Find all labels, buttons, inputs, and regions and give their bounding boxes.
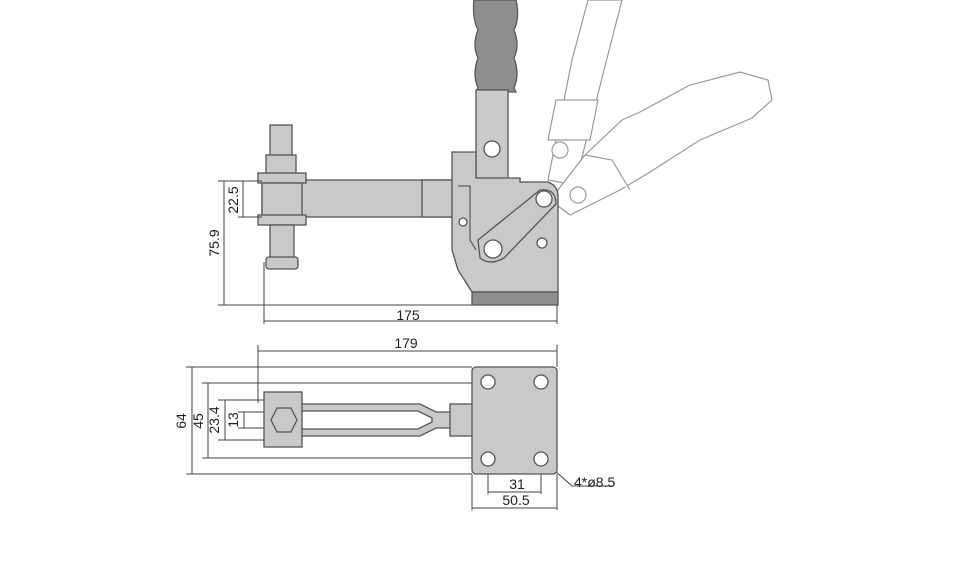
dim-base-width: 50.5: [502, 492, 529, 508]
dim-hole-pitch: 31: [509, 476, 525, 492]
pivot-hole-link: [535, 190, 553, 208]
base-plate-top: [471, 366, 558, 475]
mount-hole-3: [480, 451, 496, 467]
dim-height-small: 22.5: [225, 186, 241, 213]
top-view: 179 64 45 23.4 13 31 50.5 4*ø8.5: [173, 335, 615, 510]
spindle-assembly: [257, 124, 307, 270]
dim-length-top: 179: [394, 335, 418, 351]
hole-callout: 4*ø8.5: [574, 474, 615, 490]
dim-height-total: 75.9: [206, 229, 222, 256]
base-plate-side: [471, 291, 559, 306]
spindle-hex-nut: [270, 407, 298, 433]
handle-grip: [472, 0, 519, 93]
dim-width-mid: 45: [190, 413, 206, 429]
body-hole-right: [536, 237, 548, 249]
arm-connector: [449, 403, 475, 437]
dim-length-side: 175: [396, 307, 420, 323]
dim-width-outer: 64: [173, 413, 189, 429]
mount-hole-1: [480, 374, 496, 390]
mount-hole-2: [533, 374, 549, 390]
pivot-hole-main: [483, 239, 503, 259]
side-dimension-lines: [218, 180, 558, 324]
side-view: 22.5 75.9 175: [206, 0, 773, 324]
pivot-hole-upper: [483, 140, 501, 158]
dim-slot: 13: [225, 412, 241, 428]
dim-bolt-span: 23.4: [206, 406, 222, 433]
handle-open-position-outline: [547, 0, 773, 216]
top-dimension-lines: [186, 345, 612, 510]
mount-hole-4: [533, 451, 549, 467]
body-hole-small: [458, 217, 468, 227]
